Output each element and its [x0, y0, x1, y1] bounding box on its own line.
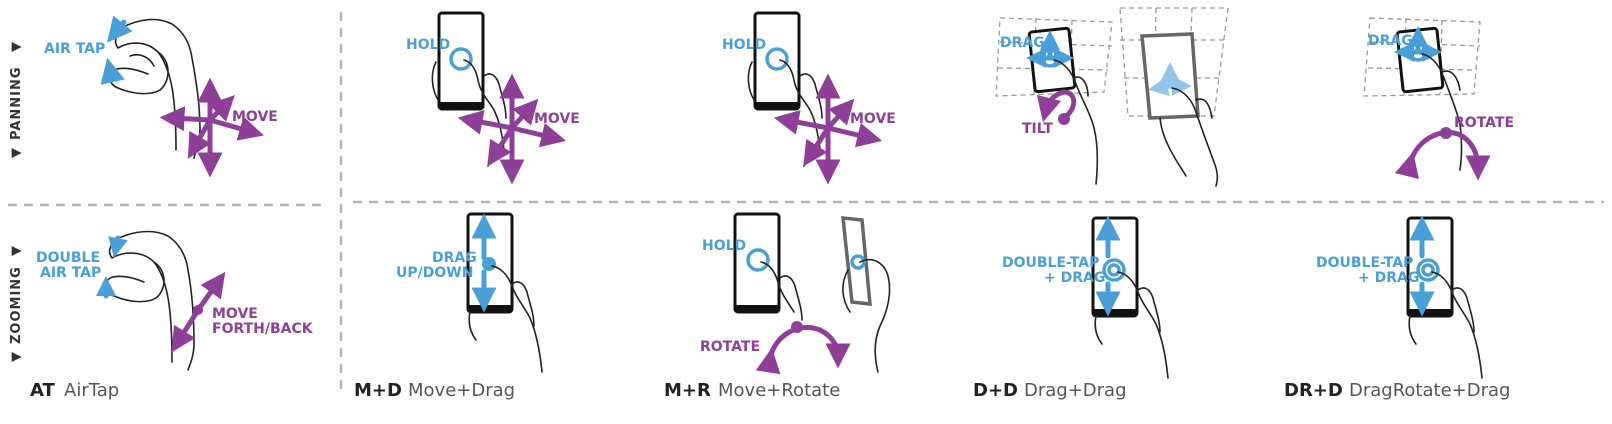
phone-icon — [753, 11, 801, 111]
technique-code: M+R — [664, 380, 711, 401]
double-air-tap-label-line1: DOUBLE — [36, 250, 100, 266]
at-zooming-illustration: DOUBLE AIR TAP MOVE FORTH/BACK — [36, 230, 314, 371]
drd-panning-illustration: DRAG ROTATE — [1363, 17, 1514, 181]
row-label-zooming: ▼ ZOOMING ▼ — [9, 245, 24, 362]
double-tap-arrow-down — [108, 235, 128, 258]
at-panning-illustration: AIR TAP MOVE — [44, 15, 278, 178]
double-tap-drag-label-line2: + DRAG — [1044, 270, 1105, 286]
md-panning-illustration: HOLD MOVE — [406, 11, 580, 185]
mr-panning-illustration: HOLD MOVE — [722, 11, 896, 185]
move-label: MOVE — [534, 111, 580, 127]
caption-at: AT AirTap — [30, 380, 119, 401]
row-label-text: PANNING — [9, 66, 24, 140]
drag-label: DRAG — [1000, 35, 1045, 51]
air-tap-arrow-down — [107, 15, 133, 43]
move-cross-arrows — [159, 77, 265, 178]
technique-code: M+D — [354, 380, 402, 401]
move-label: MOVE — [232, 109, 278, 125]
move-cross-arrows — [773, 73, 883, 185]
drag-up-down-label-line2: UP/DOWN — [396, 265, 473, 281]
row-glyph: ▼ — [9, 351, 24, 362]
dd-panning-illustration: DRAG TILT — [995, 7, 1229, 187]
technique-code: AT — [30, 380, 56, 401]
caption-mr: M+R Move+Rotate — [664, 380, 840, 401]
hand-icon — [109, 18, 201, 159]
technique-name: Move+Rotate — [718, 380, 840, 401]
drag-up-down-label-line1: DRAG — [432, 250, 477, 266]
md-zooming-illustration: DRAG UP/DOWN — [396, 212, 543, 373]
move-forth-back-label-line1: MOVE — [212, 306, 258, 322]
move-forth-back-arrow — [195, 271, 226, 313]
double-tap-drag-label-line2: + DRAG — [1358, 270, 1419, 286]
technique-code: DR+D — [1284, 380, 1343, 401]
hand-icon — [1421, 53, 1463, 171]
phone-icon — [733, 212, 781, 314]
hold-touch-ring — [449, 47, 473, 71]
hand-icon — [760, 261, 803, 321]
row-label-text: ZOOMING — [9, 266, 24, 344]
technique-code: D+D — [973, 380, 1018, 401]
hand-icon — [1094, 271, 1169, 379]
air-tap-arrow-up — [100, 57, 125, 85]
double-tap-drag-label-line1: DOUBLE-TAP — [1316, 255, 1413, 271]
technique-name: Move+Drag — [408, 380, 515, 401]
technique-name: DragRotate+Drag — [1349, 380, 1510, 401]
rotate-arc-arrow — [1394, 130, 1491, 181]
double-tap-drag-label-line1: DOUBLE-TAP — [1002, 255, 1099, 271]
phone-icon — [437, 11, 485, 111]
drd-zooming-illustration: DOUBLE-TAP + DRAG — [1316, 215, 1483, 379]
tilt-arrow — [1036, 89, 1077, 123]
hand-icon — [1053, 59, 1099, 185]
drag-label: DRAG — [1368, 33, 1413, 49]
hand-icon — [468, 265, 543, 373]
mr-zooming-illustration: HOLD ROTATE — [700, 212, 891, 375]
row-label-panning: ▼ PANNING ▼ — [9, 41, 24, 158]
caption-drd: DR+D DragRotate+Drag — [1284, 380, 1510, 401]
tilt-label: TILT — [1022, 121, 1053, 137]
hold-touch-ring — [746, 248, 770, 272]
tilted-phone-icon — [841, 216, 891, 373]
caption-md: M+D Move+Drag — [354, 380, 515, 401]
move-label: MOVE — [850, 111, 896, 127]
hand-icon — [1408, 271, 1483, 379]
rotate-label: ROTATE — [1454, 115, 1514, 131]
row-glyph: ▼ — [9, 41, 24, 52]
rotate-arc-arrow — [755, 325, 851, 375]
hold-label: HOLD — [702, 238, 746, 254]
hold-label: HOLD — [406, 37, 450, 53]
row-glyph: ▼ — [9, 147, 24, 158]
technique-name: Drag+Drag — [1024, 380, 1127, 401]
hold-touch-ring — [765, 47, 789, 71]
dd-zooming-illustration: DOUBLE-TAP + DRAG — [1002, 215, 1169, 379]
rotate-label: ROTATE — [700, 339, 760, 355]
technique-name: AirTap — [64, 380, 119, 401]
hold-label: HOLD — [722, 37, 766, 53]
hand-icon — [105, 230, 195, 371]
drag-arrows-light — [1148, 62, 1192, 97]
move-forth-back-label-line2: FORTH/BACK — [212, 321, 314, 337]
caption-dd: D+D Drag+Drag — [973, 380, 1127, 401]
air-tap-label: AIR TAP — [44, 41, 105, 57]
double-air-tap-label-line2: AIR TAP — [40, 265, 101, 281]
row-glyph: ▼ — [9, 245, 24, 256]
move-cross-arrows — [457, 73, 567, 185]
phone-icon — [1091, 216, 1139, 318]
